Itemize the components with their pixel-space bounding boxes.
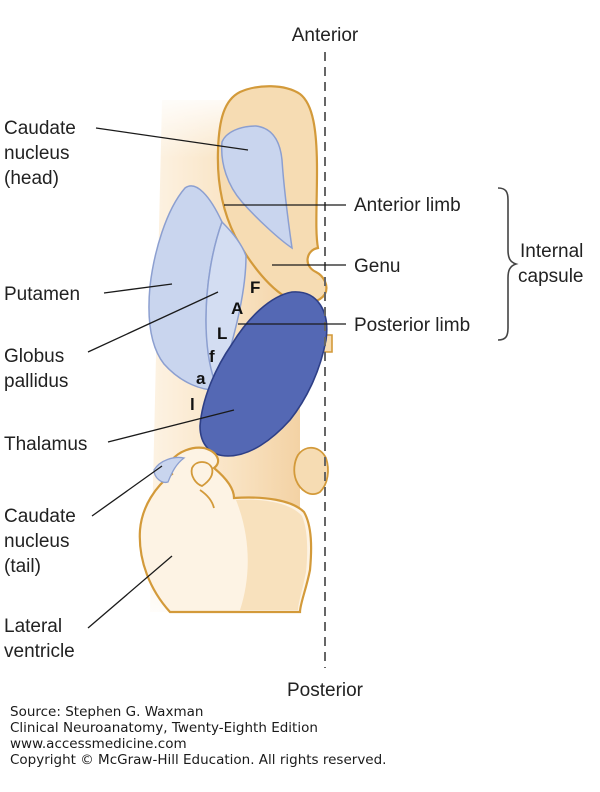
caudate-head-line-3: (head)	[4, 168, 59, 189]
posterior-label: Posterior	[287, 680, 364, 701]
leader-thalamus	[107, 409, 235, 443]
label-thalamus: Thalamus	[4, 434, 87, 455]
internal-capsule-line-1: Internal	[520, 241, 583, 262]
source-credits: Source: Stephen G. Waxman Clinical Neuro…	[10, 704, 386, 768]
caudate-nucleus-tail	[153, 456, 186, 484]
label-genu: Genu	[354, 256, 400, 277]
label-anterior-limb: Anterior limb	[354, 195, 461, 216]
label-posterior-limb: Posterior limb	[354, 315, 470, 336]
letter-f: f	[209, 347, 215, 366]
lateral-ventricle-line-2: ventricle	[4, 641, 75, 662]
caudate-head-line-2: nucleus	[4, 143, 70, 164]
leader-caudate-tail	[91, 465, 163, 517]
letter-L: L	[217, 324, 227, 343]
letter-a: a	[196, 369, 206, 388]
lateral-ventricle-line-1: Lateral	[4, 616, 62, 637]
leader-globus-pallidus	[87, 291, 219, 353]
caudate-nucleus-head	[220, 125, 293, 250]
caudate-tail-line-1: Caudate	[4, 506, 76, 527]
label-lateral-ventricle: Lateral ventricle	[4, 616, 75, 662]
credit-source: Source: Stephen G. Waxman	[10, 704, 204, 720]
label-putamen: Putamen	[4, 284, 80, 305]
label-internal-capsule: Internal capsule	[518, 241, 584, 287]
letter-A: A	[231, 299, 243, 318]
credit-copyright: Copyright © McGraw-Hill Education. All r…	[10, 752, 387, 768]
label-globus-pallidus: Globus pallidus	[4, 346, 68, 392]
caudate-tail-line-3: (tail)	[4, 556, 41, 577]
lateral-ventricle-atrium	[293, 446, 329, 495]
credit-book: Clinical Neuroanatomy, Twenty-Eighth Edi…	[10, 720, 318, 736]
globus-pallidus-line-1: Globus	[4, 346, 64, 367]
label-caudate-tail: Caudate nucleus (tail)	[4, 506, 76, 577]
letter-F: F	[250, 278, 260, 297]
leader-putamen	[103, 283, 173, 294]
internal-capsule-line-2: capsule	[518, 266, 584, 287]
internal-capsule-brace	[497, 187, 519, 341]
label-caudate-head: Caudate nucleus (head)	[4, 118, 76, 189]
globus-pallidus-line-2: pallidus	[4, 371, 68, 392]
caudate-head-line-1: Caudate	[4, 118, 76, 139]
leader-lateral-ventricle	[87, 555, 173, 629]
lateral-ventricle-inner-notch	[190, 461, 215, 509]
letter-l: l	[190, 395, 195, 414]
leader-caudate-head	[95, 127, 249, 151]
lateral-ventricle-lower-fill	[236, 499, 308, 610]
credit-website: www.accessmedicine.com	[10, 736, 187, 752]
anterior-label: Anterior	[292, 25, 359, 46]
caudate-tail-line-2: nucleus	[4, 531, 70, 552]
